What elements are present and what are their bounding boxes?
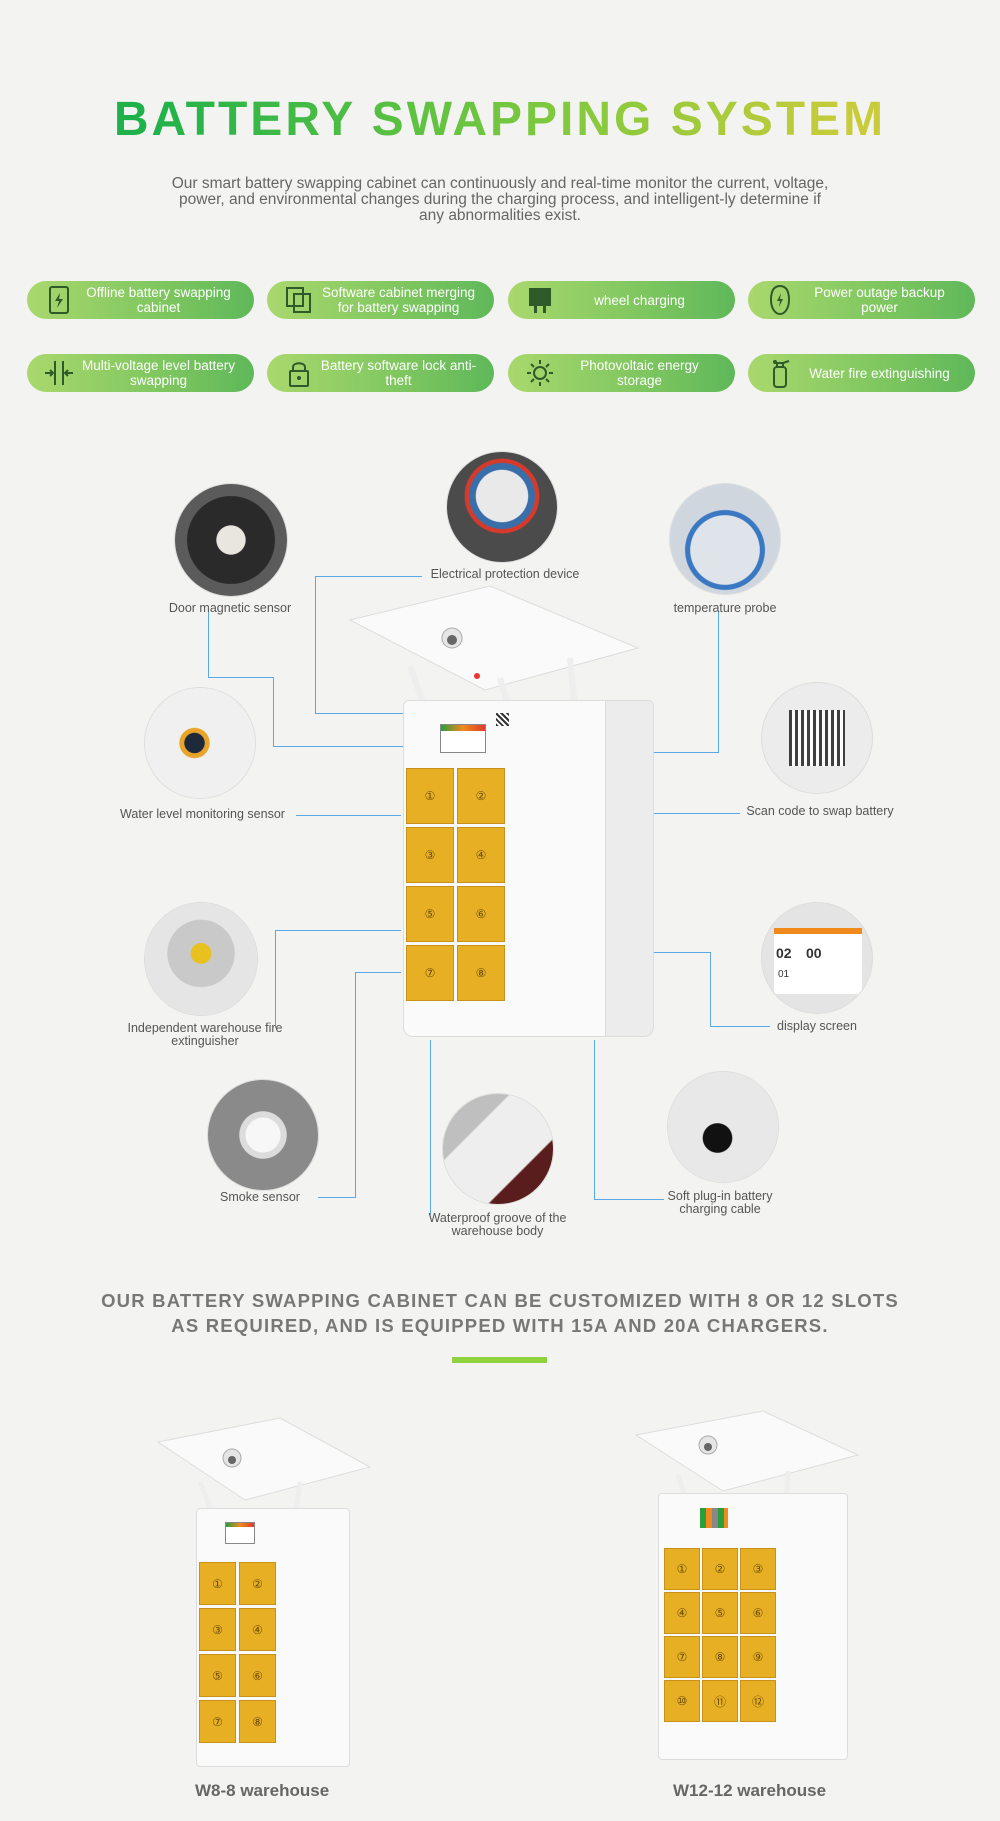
customize-headline: OUR BATTERY SWAPPING CABINET CAN BE CUST… [0,1288,1000,1338]
temperature-probe-photo [670,484,780,594]
feature-backup-power: Power outage backup power [748,281,975,319]
w8-screen [225,1522,255,1544]
feature-label: Battery software lock anti-theft [320,358,477,388]
screen-digit: 01 [778,969,790,980]
page-title: BATTERY SWAPPING SYSTEM [0,92,1000,147]
customize-line-1: OUR BATTERY SWAPPING CABINET CAN BE CUST… [101,1290,899,1311]
caption-w8: W8-8 warehouse [195,1781,330,1800]
intro-text: Our smart battery swapping cabinet can c… [171,175,829,224]
battery-icon [41,282,77,318]
label-waterproof: Waterproof groove of the warehouse body [428,1211,567,1238]
label-water-level: Water level monitoring sensor [120,807,285,821]
caption-w12: W12-12 warehouse [673,1781,827,1800]
locker-door: ⑩ [664,1680,700,1722]
feature-multi-voltage: Multi-voltage level battery swapping [27,354,254,392]
label-temperature: temperature probe [673,601,777,615]
screen-digit: 02 [776,945,792,961]
screen-digit: 00 [806,945,822,961]
feature-software-merging: Software cabinet merging for battery swa… [267,281,494,319]
label-scan-code: Scan code to swap battery [746,804,894,818]
extinguisher-icon [762,355,798,391]
backup-power-icon [762,282,798,318]
label-cable: Soft plug-in battery charging cable [667,1189,773,1216]
label-door-sensor: Door magnetic sensor [168,601,292,615]
w12-screen [700,1508,728,1528]
locker-door: ⑪ [702,1680,738,1722]
display-screen-photo: 02 00 01 [762,903,872,1013]
electrical-protection-photo [447,452,557,562]
customize-line-2: AS REQUIRED, AND IS EQUIPPED WITH 15A AN… [171,1315,829,1336]
locker-door: ⑤ [199,1654,236,1697]
locker-door: ① [199,1562,236,1605]
door-sensor-photo [175,484,287,596]
locker-door: ④ [239,1608,276,1651]
qr-code-icon [496,713,509,726]
feature-photovoltaic: Photovoltaic energy storage [508,354,735,392]
locker-door: ② [457,768,505,824]
feature-lock-anti-theft: Battery software lock anti-theft [267,354,494,392]
charging-cable-photo [668,1072,778,1182]
feature-label: Photovoltaic energy storage [580,358,699,388]
locker-door: ③ [406,827,454,883]
locker-door: ④ [664,1592,700,1634]
label-smoke: Smoke sensor [220,1190,300,1204]
feature-offline-cabinet: Offline battery swapping cabinet [27,281,254,319]
locker-door: ⑦ [406,945,454,1001]
locker-door: ③ [199,1608,236,1651]
cabinet-screen [440,724,486,753]
locker-door: ⑧ [702,1636,738,1678]
fire-extinguisher-photo [145,903,257,1015]
feature-label: Multi-voltage level battery swapping [81,358,236,388]
feature-wheel-charging: wheel charging [508,281,735,319]
locker-door: ⑤ [702,1592,738,1634]
locker-door: ⑥ [740,1592,776,1634]
feature-label: Offline battery swapping cabinet [86,285,231,315]
w12-roof [634,1410,860,1514]
cabinet-side [605,700,654,1037]
feature-label: Power outage backup power [814,285,945,315]
feature-water-fire: Water fire extinguishing [748,354,975,392]
waterproof-groove-photo [443,1094,553,1204]
lock-icon [281,355,317,391]
charger-icon [522,282,558,318]
locker-door: ① [664,1548,700,1590]
locker-door: ② [239,1562,276,1605]
qr-code-photo [762,683,872,793]
smoke-sensor-photo [208,1080,318,1190]
locker-door: ⑥ [457,886,505,942]
locker-door: ⑥ [239,1654,276,1697]
label-fire-extinguisher: Independent warehouse fire extinguisher [127,1021,283,1048]
locker-door: ⑨ [740,1636,776,1678]
locker-door: ② [702,1548,738,1590]
locker-door: ③ [740,1548,776,1590]
label-display: display screen [777,1019,857,1033]
locker-door: ⑧ [239,1700,276,1743]
locker-door: ⑤ [406,886,454,942]
locker-door: ⑫ [740,1680,776,1722]
merge-icon [281,282,317,318]
locker-door: ⑦ [199,1700,236,1743]
solar-panel-roof [348,585,640,714]
water-level-sensor-photo [145,688,255,798]
feature-label: Software cabinet merging for battery swa… [321,285,476,315]
feature-label: Water fire extinguishing [809,365,950,381]
sun-icon [522,355,558,391]
divider-bar [452,1357,547,1363]
locker-door: ⑧ [457,945,505,1001]
locker-door: ⑦ [664,1636,700,1678]
locker-door: ① [406,768,454,824]
label-electrical: Electrical protection device [430,567,580,581]
w8-roof [156,1417,372,1521]
locker-door: ④ [457,827,505,883]
voltage-icon [41,355,77,391]
feature-label: wheel charging [594,292,685,308]
